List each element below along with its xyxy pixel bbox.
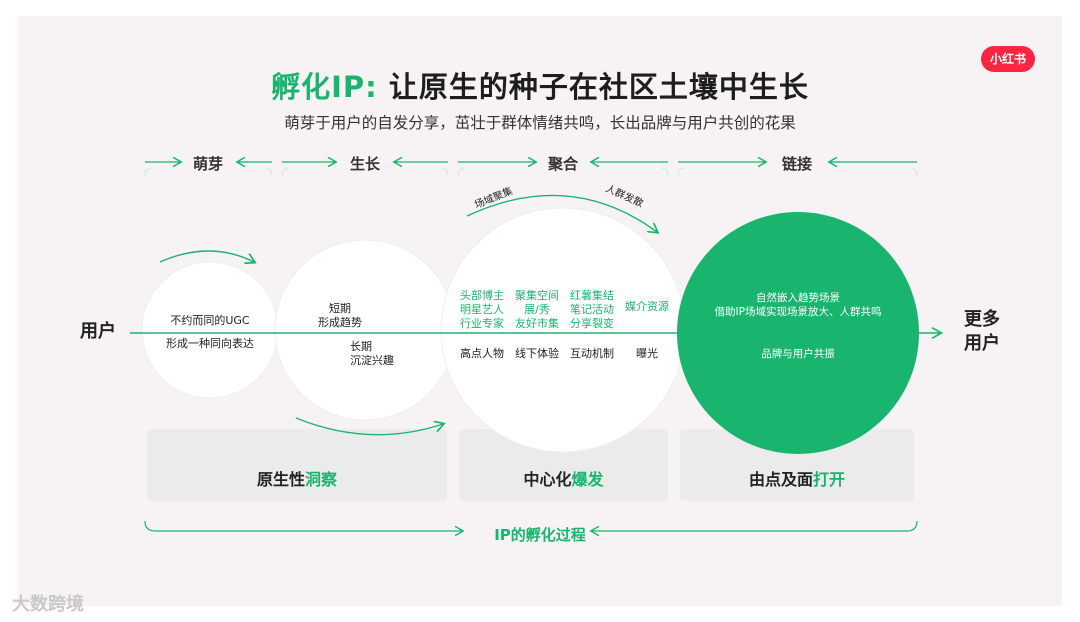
circle4-line-2: 借助IP场域实现场景放大、人群共鸣 [714,306,882,318]
stage-link: 链接 [781,155,812,173]
circle1-bottom-text: 形成一种同向表达 [166,337,254,350]
xiaohongshu-logo: 小红书 [981,46,1035,72]
stage-sprout: 萌芽 [192,155,223,173]
circle4-top-text: 自然嵌入趋势场景 借助IP场域实现场景放大、人群共鸣 [690,291,906,319]
col1-line-2: 明星艺人 [460,303,504,316]
right-label-line-1: 更多 [964,309,1000,330]
col2-line-2: 展/秀 [524,303,550,316]
stage-grow: 生长 [349,155,380,173]
panel3-green: 打开 [813,470,846,489]
right-label-more-users: 更多 用户 [964,308,1000,356]
arc-arrow-3 [466,194,657,232]
title-rest: 让原生的种子在社区土壤中生长 [377,70,809,104]
page-title: 孵化IP: 让原生的种子在社区土壤中生长 [0,64,1080,106]
col4-bottom: 曝光 [636,347,658,360]
col1-bottom: 高点人物 [460,347,504,360]
circle-grow [274,239,456,421]
panel-label-3: 由点及面打开 [680,466,914,490]
right-label-line-2: 用户 [964,333,1000,354]
col3-line-3: 分享裂变 [570,317,614,330]
watermark: 大数跨境 [12,594,84,615]
panel3-plain: 由点及面 [748,470,813,489]
col1-line-3: 行业专家 [460,317,504,330]
circle2-top-line-2: 形成趋势 [318,316,362,329]
panel-label-2: 中心化爆发 [459,466,668,490]
circle1-top-text: 不约而同的UGC [170,314,250,327]
panel1-green: 洞察 [305,470,338,489]
process-label: IP的孵化过程 [494,526,586,544]
col3-bottom: 互动机制 [570,347,614,360]
circle4-line-1: 自然嵌入趋势场景 [756,292,840,304]
circle2-bottom-line-2: 沉淀兴趣 [350,354,394,367]
panel1-plain: 原生性 [256,470,305,489]
title-accent: 孵化IP: [271,70,378,104]
bottom-arrow-left [144,520,462,531]
col4-items: 媒介资源 [620,300,674,314]
col2-line-3: 友好市集 [515,317,559,330]
col2-line-1: 聚集空间 [515,289,559,302]
bottom-arrow-right [592,520,918,531]
stage-brackets [144,167,918,177]
panel-1 [147,429,447,501]
panel2-plain: 中心化 [523,470,572,489]
col4-line-1: 媒介资源 [625,300,669,313]
stage-gather: 聚合 [547,155,578,173]
circle2-bottom-line-1: 长期 [350,340,372,353]
arc-arrow-2 [295,417,443,436]
circle-sprout [141,261,279,399]
circle2-top-text: 短期 形成趋势 [300,302,380,330]
col1-items: 头部博主 明星艺人 行业专家 [455,289,509,331]
col2-bottom: 线下体验 [515,347,559,360]
col3-line-1: 红薯集结 [570,289,614,302]
left-label-user: 用户 [80,321,116,342]
panel2-green: 爆发 [571,470,604,489]
page-subtitle: 萌芽于用户的自发分享，茁壮于群体情绪共鸣，长出品牌与用户共创的花果 [284,114,796,132]
col3-items: 红薯集结 笔记活动 分享裂变 [565,289,619,331]
col1-line-1: 头部博主 [460,289,504,302]
panel-3 [680,429,914,501]
col3-line-2: 笔记活动 [570,303,614,316]
arc-arrow-1 [159,250,254,262]
circle4-bottom-text: 品牌与用户共振 [761,348,835,360]
circle2-bottom-text: 长期 沉淀兴趣 [350,340,420,368]
panel-2 [459,429,668,501]
col2-items: 聚集空间 展/秀 友好市集 [510,289,564,331]
circle2-top-line-1: 短期 [329,302,351,315]
panel-label-1: 原生性洞察 [147,466,447,490]
